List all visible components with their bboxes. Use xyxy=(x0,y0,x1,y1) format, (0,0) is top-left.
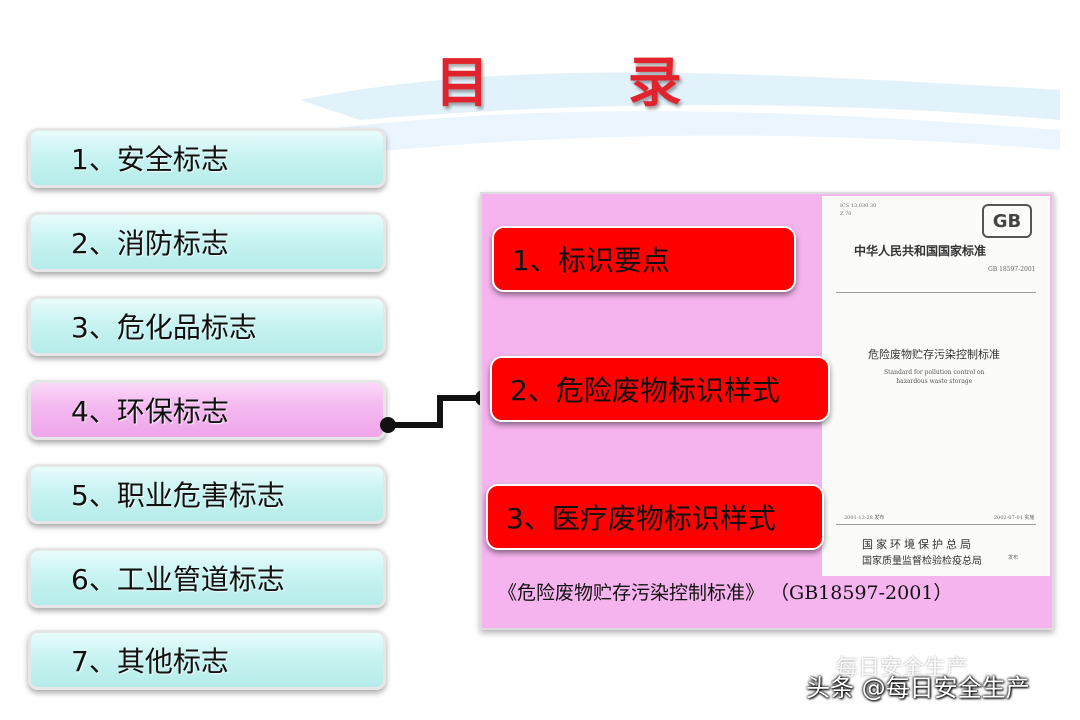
subtopic-hazardous-waste-button[interactable]: 2、危险废物标识样式 xyxy=(490,356,830,422)
menu-item-other-signs[interactable]: 7、其他标志 xyxy=(28,630,386,690)
menu-item-label: 5、职业危害标志 xyxy=(71,479,285,512)
doc-title: 危险废物贮存污染控制标准 xyxy=(868,348,1000,361)
watermark: 头条 @每日安全生产 xyxy=(806,674,1030,702)
standard-caption: 《危险废物贮存污染控制标准》 （GB18597-2001） xyxy=(498,582,953,604)
subtopic-medical-waste-button[interactable]: 3、医疗废物标识样式 xyxy=(486,484,824,550)
doc-national-standard: 中华人民共和国国家标准 xyxy=(854,244,987,258)
page-title: 目 录 xyxy=(435,50,742,114)
doc-issuer-2: 国家质量监督检验检疫总局 xyxy=(862,556,982,567)
doc-divider xyxy=(836,524,1036,525)
doc-divider xyxy=(836,292,1036,293)
subtopic-label: 2、危险废物标识样式 xyxy=(510,374,780,407)
watermark-ghost: 每日安全生产 xyxy=(836,656,969,681)
menu-item-label: 1、安全标志 xyxy=(71,143,229,176)
menu-item-hazchem-signs[interactable]: 3、危化品标志 xyxy=(28,296,386,356)
menu-item-label: 3、危化品标志 xyxy=(71,311,257,344)
subtopic-label: 3、医疗废物标识样式 xyxy=(506,502,776,535)
menu-item-label: 4、环保标志 xyxy=(71,395,229,428)
doc-issue-date: 2001-12-28 发布 xyxy=(844,515,885,521)
doc-english-title: Standard for pollution control on hazard… xyxy=(884,369,985,385)
menu-item-label: 7、其他标志 xyxy=(71,645,229,678)
menu-item-safety-signs[interactable]: 1、安全标志 xyxy=(28,128,386,188)
menu-item-environmental-signs[interactable]: 4、环保标志 xyxy=(28,380,386,440)
standard-document-cover: ICS 13.030.30 Z 70 GB 中华人民共和国国家标准 GB 185… xyxy=(822,196,1050,576)
menu-item-industrial-pipeline-signs[interactable]: 6、工业管道标志 xyxy=(28,548,386,608)
gb-logo-icon: GB xyxy=(982,204,1032,238)
doc-effective-date: 2002-07-01 实施 xyxy=(994,515,1035,521)
subtopic-key-points-button[interactable]: 1、标识要点 xyxy=(492,226,796,292)
menu-item-occupational-hazard-signs[interactable]: 5、职业危害标志 xyxy=(28,464,386,524)
menu-item-fire-signs[interactable]: 2、消防标志 xyxy=(28,212,386,272)
doc-meta: ICS 13.030.30 Z 70 xyxy=(840,203,877,217)
doc-code: GB 18597-2001 xyxy=(988,266,1036,273)
menu-item-label: 2、消防标志 xyxy=(71,227,229,260)
background-swoosh xyxy=(300,72,1060,155)
doc-issuer-suffix: 发布 xyxy=(1008,555,1019,561)
subtopic-label: 1、标识要点 xyxy=(512,244,670,277)
doc-issuer-1: 国家环境保护总局 xyxy=(862,538,974,551)
menu-item-label: 6、工业管道标志 xyxy=(71,563,285,596)
